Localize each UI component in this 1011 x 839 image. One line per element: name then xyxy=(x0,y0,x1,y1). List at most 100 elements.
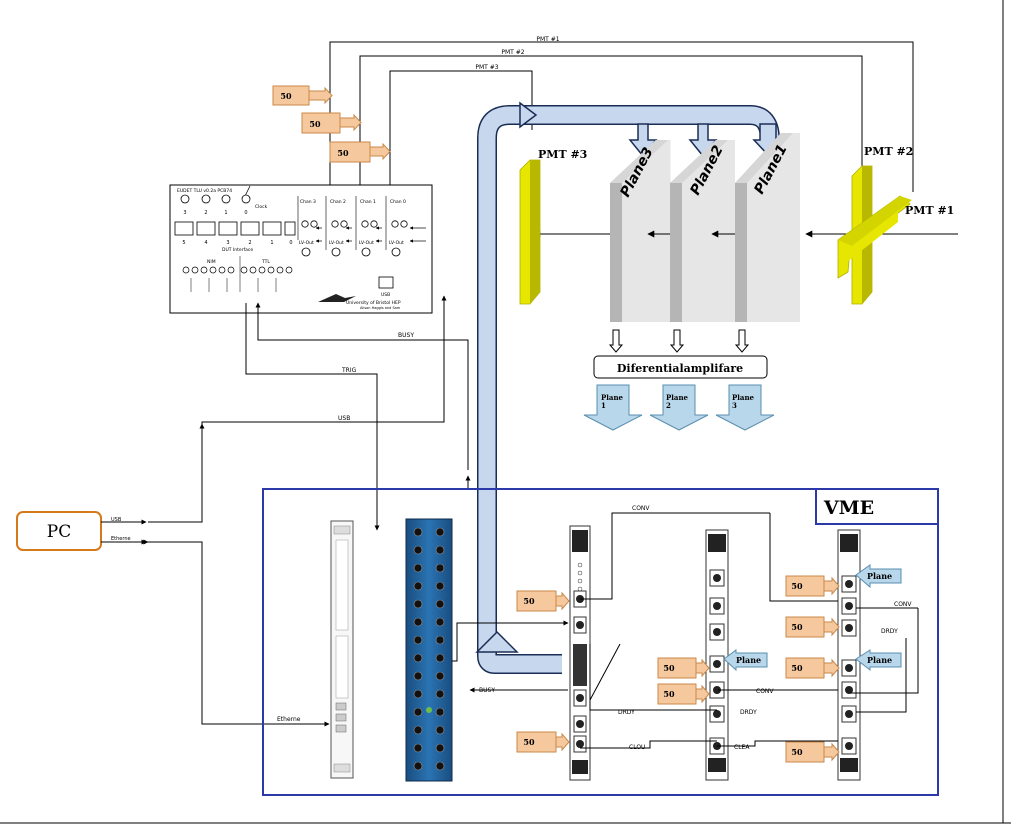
vme-wires xyxy=(452,512,919,749)
pmt2-wire xyxy=(357,55,863,199)
svg-text:50: 50 xyxy=(791,747,803,757)
svg-text:Chan 0: Chan 0 xyxy=(390,199,406,205)
terminator-top-2: 50 xyxy=(301,112,362,134)
data-bus-arrow xyxy=(475,105,784,674)
svg-text:Chan 2: Chan 2 xyxy=(330,199,346,205)
pmt2-wire-label: PMT #2 xyxy=(501,49,524,56)
pmt1-label: PMT #1 xyxy=(905,204,954,217)
ethernet-pc-label: Etherne xyxy=(111,536,131,542)
svg-text:50: 50 xyxy=(663,689,675,699)
vme-adc-module-2 xyxy=(705,529,729,781)
ethernet-crate-label: Etherne xyxy=(277,716,301,723)
tlu-wires xyxy=(105,295,469,727)
pmt3-wire xyxy=(387,70,533,199)
pmt3-wire-label: PMT #3 xyxy=(475,64,498,71)
svg-text:0: 0 xyxy=(289,240,292,246)
pc: PC xyxy=(16,511,102,551)
clou-label: CLOU xyxy=(629,744,645,751)
conv3-label: CONV xyxy=(756,688,774,695)
svg-text:50: 50 xyxy=(309,119,321,129)
conv1-label: CONV xyxy=(632,505,650,512)
svg-text:50: 50 xyxy=(523,596,535,606)
drdy2-label: DRDY xyxy=(618,709,635,716)
plane3: Plane3 xyxy=(610,139,671,322)
vme-controller-module xyxy=(330,520,354,779)
svg-text:5: 5 xyxy=(182,240,185,246)
tlu-title: EUDET TLU v0.2a PCB74 xyxy=(177,188,232,194)
bus-arrow-head-top xyxy=(519,101,538,129)
svg-text:LV-Out: LV-Out xyxy=(359,240,374,246)
plane2: Plane2 xyxy=(670,140,735,322)
pmt2-label: PMT #2 xyxy=(864,145,913,158)
pmt1 xyxy=(837,195,912,279)
svg-text:Plane: Plane xyxy=(867,655,892,665)
svg-text:USB: USB xyxy=(381,292,390,298)
vme-label: VME xyxy=(823,497,874,519)
svg-text:3: 3 xyxy=(183,210,186,216)
svg-text:NIM: NIM xyxy=(207,259,216,265)
svg-text:2: 2 xyxy=(248,240,251,246)
vme-crate-frame xyxy=(262,488,939,796)
terminator-vme-6: 50 xyxy=(785,616,840,638)
svg-text:50: 50 xyxy=(280,91,292,101)
pmt1-wire-label: PMT #1 xyxy=(536,36,559,43)
busy-top-label: BUSY xyxy=(398,332,414,339)
differential-amplifier: Diferentialamplifare xyxy=(593,355,768,379)
svg-text:LV-Out: LV-Out xyxy=(389,240,404,246)
terminator-vme-5: 50 xyxy=(785,575,840,597)
svg-text:50: 50 xyxy=(791,663,803,673)
terminator-vme-2: 50 xyxy=(516,731,570,753)
trig-label: TRIG xyxy=(341,367,357,374)
svg-text:Plane: Plane xyxy=(736,655,761,665)
svg-text:4: 4 xyxy=(204,240,207,246)
svg-text:LV-Out: LV-Out xyxy=(299,240,314,246)
pmt3 xyxy=(519,159,541,305)
drdy1-label: DRDY xyxy=(881,628,898,635)
plane-input-2: Plane xyxy=(723,649,768,672)
svg-text:Plane: Plane xyxy=(867,571,892,581)
svg-text:Chan 3: Chan 3 xyxy=(300,199,316,205)
vme-sequencer-module xyxy=(569,525,591,781)
plane1: Plane1 xyxy=(735,133,800,322)
plane-input-3: Plane xyxy=(855,649,902,672)
plane-input-1: Plane xyxy=(855,564,902,589)
svg-text:Chan 1: Chan 1 xyxy=(360,199,376,205)
drdy3-label: DRDY xyxy=(740,709,757,716)
svg-text:50: 50 xyxy=(791,581,803,591)
pmt3-label: PMT #3 xyxy=(538,148,587,161)
svg-text:0: 0 xyxy=(244,210,247,216)
svg-text:50: 50 xyxy=(663,663,675,673)
svg-text:University of Bristol HEP: University of Bristol HEP xyxy=(346,300,401,306)
conv2-label: CONV xyxy=(894,601,912,608)
terminator-vme-1: 50 xyxy=(516,590,570,612)
clea-label: CLEA xyxy=(734,744,750,751)
tlu-board: EUDET TLU v0.2a PCB74 3 2 1 0 Clock 5 4 … xyxy=(169,184,433,314)
svg-text:Diferentialamplifare: Diferentialamplifare xyxy=(617,362,743,375)
busy-vme-label: BUSY xyxy=(479,687,495,694)
vme-label-box xyxy=(815,488,939,525)
plane-outputs xyxy=(583,384,775,431)
svg-text:50: 50 xyxy=(523,737,535,747)
svg-text:TTL: TTL xyxy=(261,259,270,265)
vme-trigger-module xyxy=(405,518,453,782)
svg-text:Alison Haggis and Sam: Alison Haggis and Sam xyxy=(360,306,401,310)
svg-text:LV-Out: LV-Out xyxy=(329,240,344,246)
svg-text:1: 1 xyxy=(270,240,273,246)
svg-text:50: 50 xyxy=(791,622,803,632)
svg-text:DUT Interface: DUT Interface xyxy=(222,247,253,253)
svg-text:3: 3 xyxy=(226,240,229,246)
vme-adc-module-3 xyxy=(837,529,861,781)
svg-text:Clock: Clock xyxy=(255,204,268,210)
svg-text:1: 1 xyxy=(224,210,227,216)
svg-text:50: 50 xyxy=(337,148,349,158)
terminator-vme-7: 50 xyxy=(785,657,840,679)
plane-signal-down-arrows xyxy=(608,329,750,353)
usb-pc-label: USB xyxy=(111,517,122,523)
terminator-vme-8: 50 xyxy=(785,741,840,763)
terminator-top-1: 50 xyxy=(272,85,333,106)
terminator-top-3: 50 xyxy=(329,141,391,163)
